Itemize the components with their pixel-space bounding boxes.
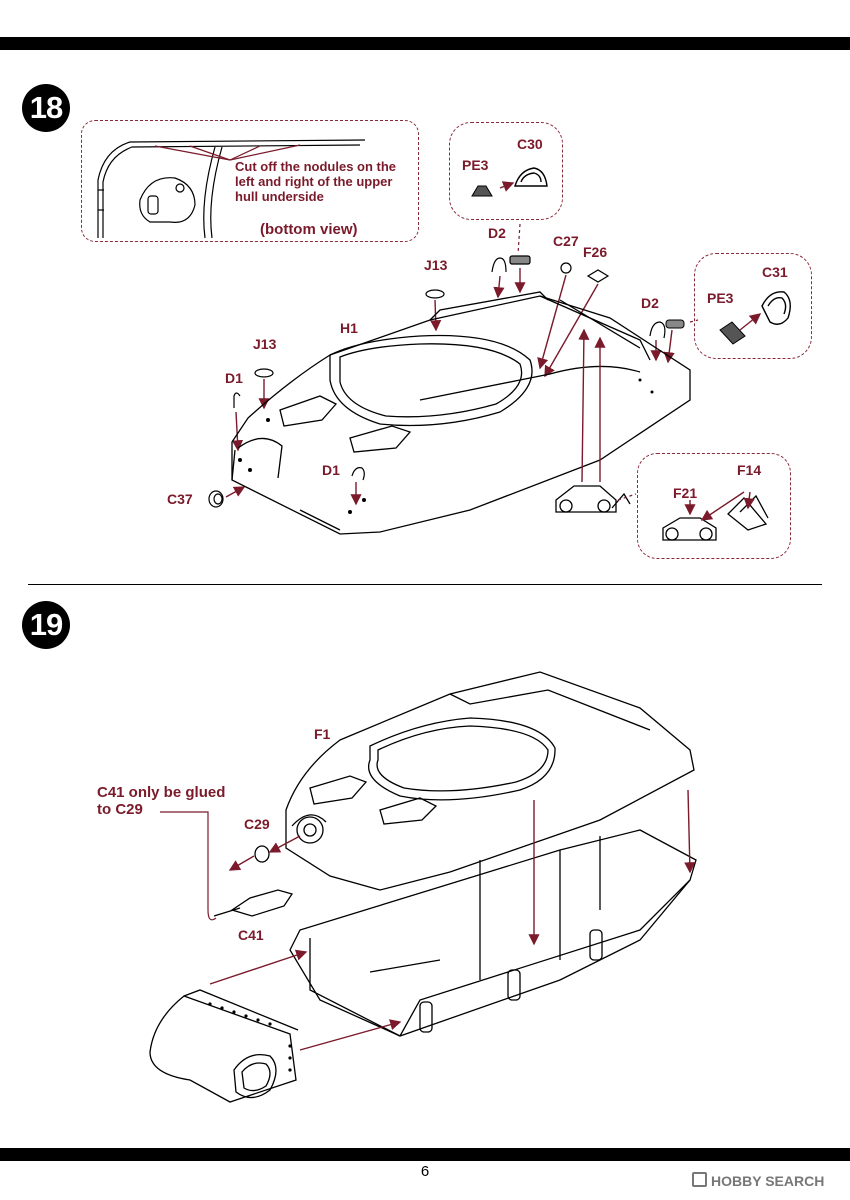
label-f26: F26 (583, 244, 608, 260)
label-d1-b: D1 (322, 462, 340, 478)
cut-nodules-note: Cut off the nodules on the left and righ… (235, 159, 396, 204)
label-pe3-a: PE3 (462, 157, 489, 173)
f21-part (662, 517, 717, 541)
watermark-logo-icon (692, 1172, 707, 1187)
label-c29: C29 (244, 816, 270, 832)
top-bar (0, 37, 850, 50)
c30-part (514, 167, 548, 187)
note-line: left and right of the upper (235, 174, 393, 189)
f14-part (727, 494, 769, 531)
label-h1: H1 (340, 320, 358, 336)
page-number: 6 (420, 1163, 430, 1180)
label-c41: C41 (238, 927, 264, 943)
label-d2-b: D2 (641, 295, 659, 311)
step-divider (28, 584, 822, 585)
c31-part (761, 291, 791, 325)
watermark-text: HOBBY SEARCH (711, 1173, 825, 1189)
label-f1: F1 (314, 726, 331, 742)
label-j13-b: J13 (253, 336, 277, 352)
bottom-view-label: (bottom view) (260, 221, 358, 238)
watermark: HOBBY SEARCH (692, 1172, 824, 1189)
label-c30: C30 (517, 136, 543, 152)
note-line: to C29 (97, 801, 143, 818)
label-d1-a: D1 (225, 370, 243, 386)
pe3-mesh-b (719, 321, 746, 345)
lower-hull-19 (289, 829, 697, 1037)
note-line: hull underside (235, 189, 324, 204)
f14-f21-callout (637, 453, 791, 559)
pe3-c31-callout (694, 253, 812, 359)
label-pe3-b: PE3 (707, 290, 734, 306)
c37-part (208, 490, 224, 508)
bottom-bar (0, 1148, 850, 1161)
label-c31: C31 (762, 264, 788, 280)
label-f21: F21 (673, 485, 698, 501)
note-line: Cut off the nodules on the (235, 159, 397, 174)
step-19-badge: 19 (22, 601, 70, 649)
note-line: C41 only be glued (97, 784, 226, 801)
upper-hull-19 (285, 671, 695, 891)
label-d2-a: D2 (488, 225, 506, 241)
label-j13-a: J13 (424, 257, 448, 273)
label-c37: C37 (167, 491, 193, 507)
upper-hull-18 (231, 291, 691, 535)
pe3-mesh-a (471, 185, 493, 197)
rear-plate-19 (149, 989, 299, 1103)
label-f14: F14 (737, 462, 762, 478)
c41-glue-note: C41 only be glued to C29 (97, 784, 225, 818)
step-18-badge: 18 (22, 84, 70, 132)
bottom-view-callout (81, 120, 419, 242)
label-c27: C27 (553, 233, 579, 249)
pe3-c30-callout (449, 122, 563, 220)
